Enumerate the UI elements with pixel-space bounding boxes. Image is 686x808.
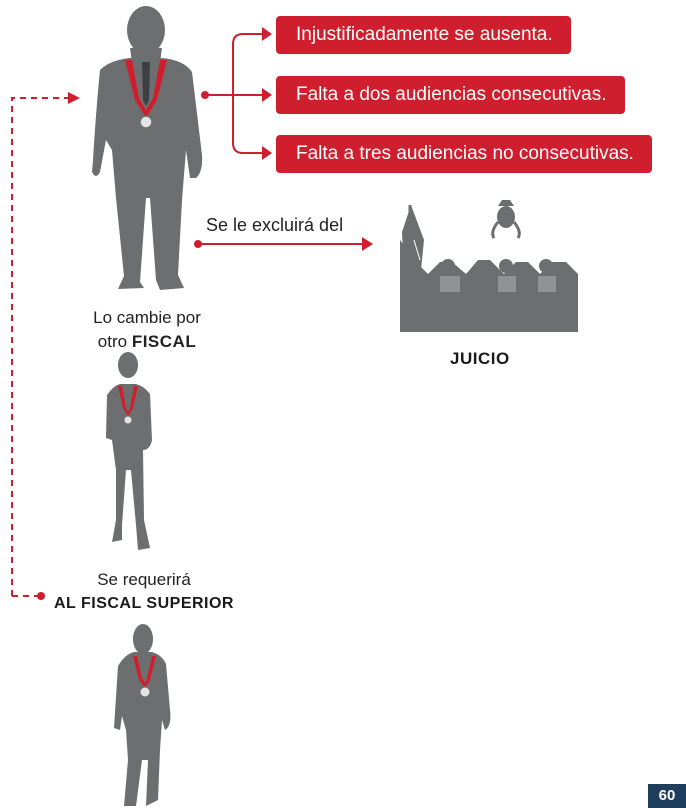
reason-pill-3: Falta a tres audiencias no consecutivas. bbox=[276, 135, 652, 173]
bracket-start-dot bbox=[201, 91, 209, 99]
replace-line-2-prefix: otro bbox=[97, 332, 132, 351]
arrowhead-reason-2 bbox=[262, 88, 272, 102]
arrowhead-reason-3 bbox=[262, 146, 272, 160]
page-number-badge: 60 bbox=[648, 784, 686, 808]
reason-pill-1: Injustificadamente se ausenta. bbox=[276, 16, 571, 54]
replace-text: Lo cambie por otro FISCAL bbox=[60, 306, 234, 354]
reason-pill-2: Falta a dos audiencias consecutivas. bbox=[276, 76, 625, 114]
superior-line-1: Se requerirá bbox=[97, 570, 191, 589]
superior-text: Se requerirá AL FISCAL SUPERIOR bbox=[44, 568, 244, 616]
superior-line-2: AL FISCAL SUPERIOR bbox=[54, 595, 234, 612]
dashed-start-dot bbox=[37, 592, 45, 600]
exclusion-arrowhead bbox=[362, 237, 373, 251]
replace-line-2-bold: FISCAL bbox=[131, 332, 197, 351]
exclusion-label: Se le excluirá del bbox=[206, 215, 344, 235]
replace-line-1: Lo cambie por bbox=[93, 308, 201, 327]
trial-label: JUICIO bbox=[450, 349, 510, 368]
reason-label-1: Injustificadamente se ausenta. bbox=[296, 24, 553, 45]
medal-ribbon-icon bbox=[125, 60, 167, 129]
dashed-return-connector bbox=[11, 97, 68, 597]
replace-line-2: otro FISCAL bbox=[60, 330, 234, 354]
medal-ribbon-icon-3 bbox=[133, 656, 156, 698]
medal-ribbon-icon-2 bbox=[118, 386, 138, 425]
exclusion-start-dot bbox=[194, 240, 202, 248]
reason-label-3: Falta a tres audiencias no consecutivas. bbox=[296, 143, 634, 164]
reason-label-2: Falta a dos audiencias consecutivas. bbox=[296, 84, 607, 105]
dashed-arrowhead bbox=[68, 92, 80, 104]
replacement-prosecutor-figure-icon bbox=[106, 352, 152, 550]
reasons-bracket bbox=[205, 33, 262, 154]
arrowhead-reason-1 bbox=[262, 27, 272, 41]
prosecutor-figure-icon bbox=[92, 6, 203, 290]
superior-prosecutor-figure-icon bbox=[114, 624, 171, 806]
courtroom-illustration bbox=[400, 200, 578, 332]
